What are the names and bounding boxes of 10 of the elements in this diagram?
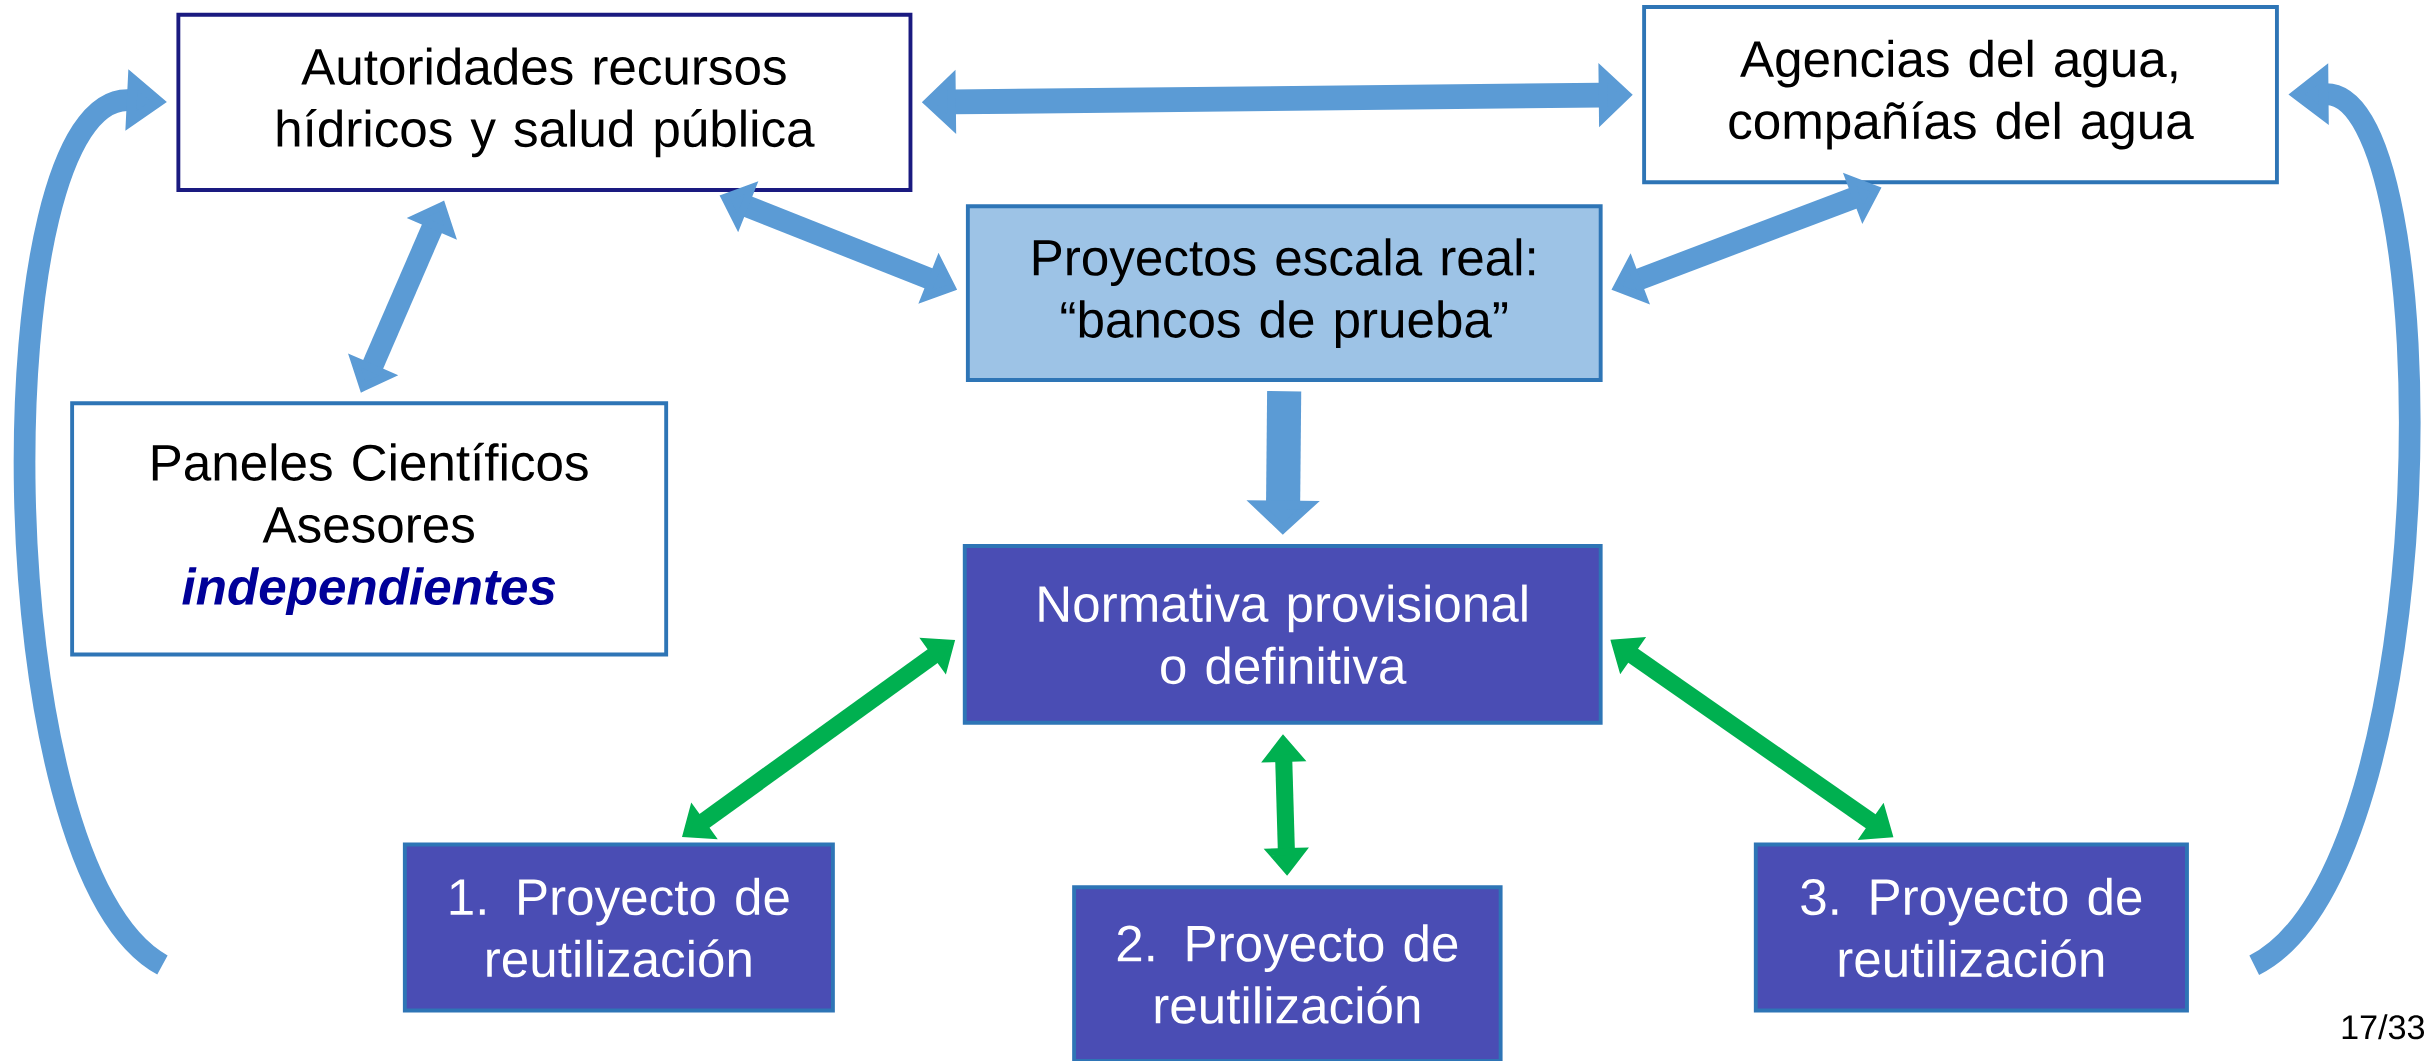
process-box: Normativa provisional o definitiva — [962, 544, 1603, 725]
curved-arrow — [14, 69, 170, 973]
project-box: 2. Proyecto de reutilización — [1072, 885, 1503, 1061]
project-box: 1. Proyecto de reutilización — [402, 842, 835, 1013]
text-box: Agencias del agua, compañías del agua — [1642, 5, 2279, 185]
text-box: Paneles Científicos Asesores independientes — [70, 401, 669, 657]
text-box: Autoridades recursos hídricos y salud pública — [176, 12, 913, 192]
process-box: Proyectos escala real: “bancos de prueba” — [965, 204, 1603, 382]
page-number: 17/33 — [2342, 1014, 2424, 1040]
project-box: 3. Proyecto de reutilización — [1753, 842, 2189, 1013]
